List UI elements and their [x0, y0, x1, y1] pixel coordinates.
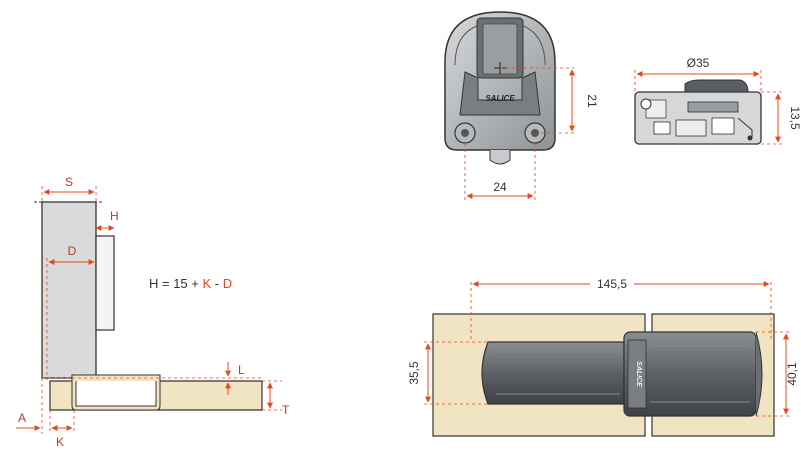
dim-24-label: 24: [493, 180, 507, 194]
door-panel: [41, 201, 97, 379]
label-l: L: [238, 363, 245, 377]
plan-view: SALICE 145,5 35,5 40,1: [407, 275, 799, 437]
dim-35-label: Ø35: [687, 56, 710, 70]
plan-view-brand: SALICE: [635, 361, 642, 387]
formula-minus: -: [211, 276, 223, 291]
formula-text: H = 15 + K - D: [149, 276, 232, 291]
label-h: H: [110, 209, 119, 223]
hinge-arm: [95, 235, 115, 331]
label-s: S: [65, 175, 73, 189]
dim-145-5-label: 145,5: [597, 277, 627, 291]
side-view: Ø35 13,5: [634, 56, 801, 145]
formula-prefix: H = 15 +: [149, 276, 203, 291]
label-d: D: [68, 244, 77, 258]
top-view: SALICE 21 24: [444, 11, 599, 200]
top-view-brand: SALICE: [485, 94, 515, 103]
formula-d: D: [222, 276, 233, 291]
label-k: K: [56, 435, 64, 449]
label-t: T: [282, 403, 290, 417]
dim-13-5-label: 13,5: [788, 106, 801, 130]
hinge-body: [481, 341, 625, 405]
dim-35-5-label: 35,5: [407, 361, 421, 385]
label-a: A: [18, 411, 26, 425]
section-view: S H D L T A K: [16, 175, 290, 449]
formula-k: K: [202, 276, 212, 291]
dim-21-label: 21: [585, 94, 599, 108]
dim-40-1-label: 40,1: [785, 362, 799, 386]
